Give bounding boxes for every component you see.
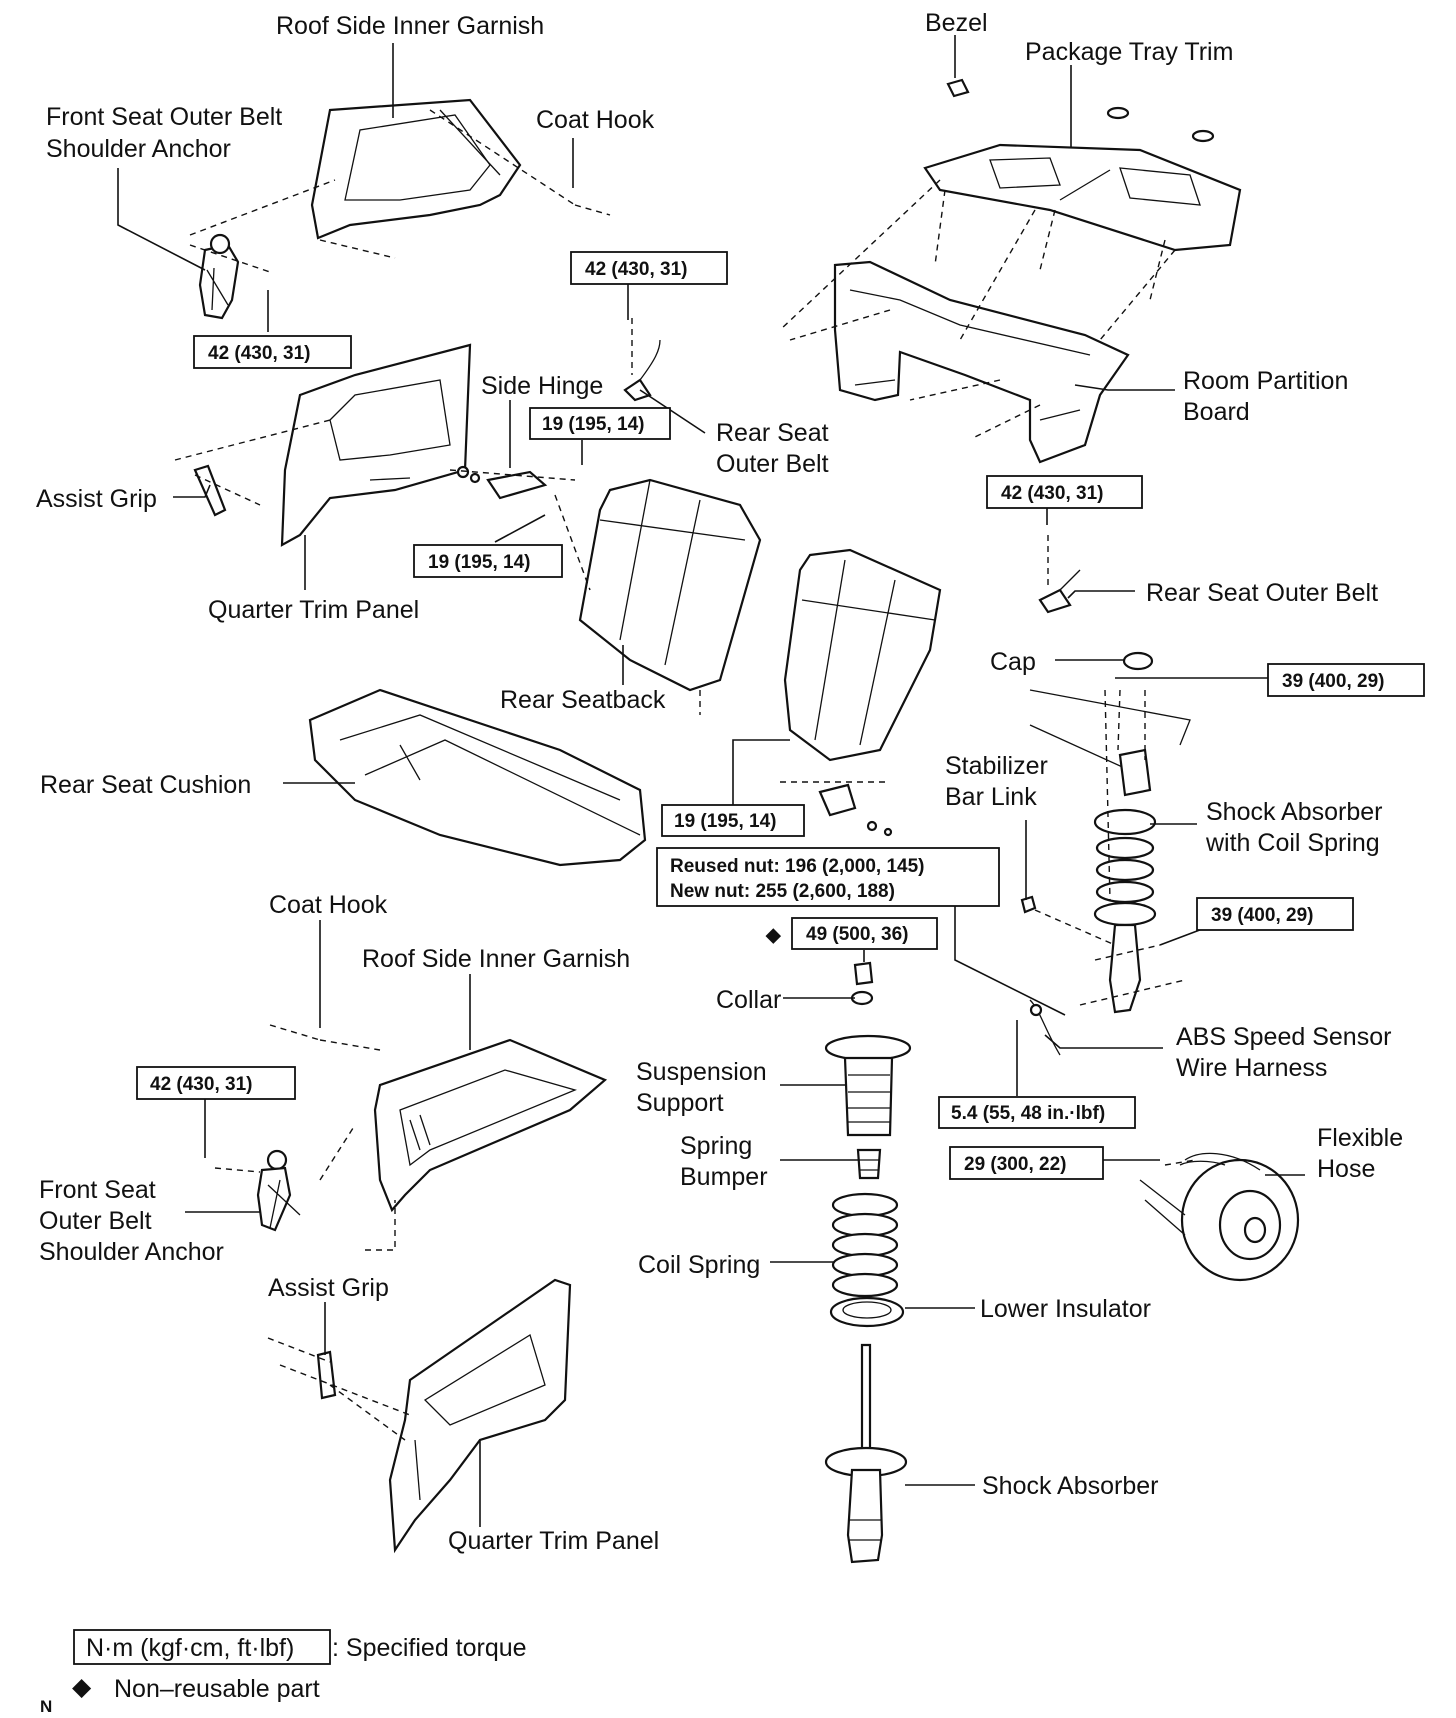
lower-insulator-part bbox=[829, 1296, 905, 1328]
leader-lines bbox=[117, 35, 1305, 1527]
rear-seat-cushion-part bbox=[308, 688, 647, 867]
label-cap: Cap bbox=[990, 648, 1036, 676]
rear-seat-outer-belt-right-part bbox=[1038, 569, 1081, 614]
label-coat-hook-top: Coat Hook bbox=[536, 106, 655, 134]
label-front-seat-outer-belt-bottom-2: Outer Belt bbox=[39, 1207, 152, 1235]
roof-side-inner-garnish-bottom-part bbox=[373, 1038, 608, 1213]
abs-speed-sensor-part bbox=[1029, 999, 1061, 1056]
torque-42-partition: 42 (430, 31) bbox=[1001, 483, 1103, 504]
upper-mount-part bbox=[1029, 689, 1191, 776]
suspension-support-part bbox=[824, 1034, 912, 1137]
cap-part bbox=[1122, 651, 1154, 671]
torque-specs: 42 (430, 31) 42 (430, 31) 19 (195, 14) 1… bbox=[136, 251, 1425, 1180]
torque-39-lower: 39 (400, 29) bbox=[1211, 905, 1313, 926]
label-rear-seatback: Rear Seatback bbox=[500, 686, 666, 714]
legend: N·m (kgf·cm, ft·lbf) : Specified torque … bbox=[40, 1629, 527, 1716]
label-suspension-support-1: Suspension bbox=[636, 1058, 767, 1086]
label-room-partition-board-2: Board bbox=[1183, 398, 1250, 426]
legend-nonreusable-symbol: ◆ bbox=[72, 1673, 92, 1701]
label-suspension-support-2: Support bbox=[636, 1089, 724, 1117]
stabilizer-bar-link-part bbox=[1020, 895, 1037, 914]
label-room-partition-board-1: Room Partition bbox=[1183, 367, 1348, 395]
rear-seatback-right-part bbox=[783, 548, 942, 762]
label-assist-grip-bottom: Assist Grip bbox=[268, 1274, 389, 1302]
part-labels: Roof Side Inner Garnish Bezel Package Tr… bbox=[36, 9, 1403, 1555]
coil-spring-part bbox=[831, 1192, 899, 1298]
legend-torque-desc: : Specified torque bbox=[332, 1634, 527, 1662]
label-package-tray-trim: Package Tray Trim bbox=[1025, 38, 1233, 66]
rear-seatback-left-part bbox=[578, 478, 762, 692]
label-spring-bumper-2: Bumper bbox=[680, 1163, 768, 1191]
label-abs-speed-sensor-2: Wire Harness bbox=[1176, 1054, 1327, 1082]
torque-49: 49 (500, 36) bbox=[806, 924, 908, 945]
label-lower-insulator: Lower Insulator bbox=[980, 1295, 1151, 1323]
label-rear-seat-outer-belt-mid-2: Outer Belt bbox=[716, 450, 829, 478]
torque-19-seatback: 19 (195, 14) bbox=[674, 811, 776, 832]
rear-seat-outer-belt-mid-part bbox=[623, 339, 661, 402]
torque-5-4: 5.4 (55, 48 in.·lbf) bbox=[951, 1103, 1105, 1124]
torque-new-nut: New nut: 255 (2,600, 188) bbox=[670, 881, 895, 902]
torque-39-upper: 39 (400, 29) bbox=[1282, 671, 1384, 692]
label-rear-seat-outer-belt-mid-1: Rear Seat bbox=[716, 419, 829, 447]
assist-grip-top-part bbox=[193, 464, 227, 517]
legend-torque-unit: N·m (kgf·cm, ft·lbf) bbox=[86, 1634, 294, 1662]
spring-bumper-part bbox=[856, 1148, 882, 1180]
label-roof-side-inner-garnish-top: Roof Side Inner Garnish bbox=[276, 12, 544, 40]
label-flexible-hose-2: Hose bbox=[1317, 1155, 1375, 1183]
seatback-hinge-part bbox=[818, 783, 893, 837]
torque-19-hinge-upper: 19 (195, 14) bbox=[542, 414, 644, 435]
nonreusable-marker: ◆ bbox=[765, 925, 782, 946]
label-rear-seat-outer-belt-right: Rear Seat Outer Belt bbox=[1146, 579, 1378, 607]
quarter-trim-panel-bottom-part bbox=[388, 1278, 572, 1554]
label-rear-seat-cushion: Rear Seat Cushion bbox=[40, 771, 251, 799]
label-quarter-trim-panel-top: Quarter Trim Panel bbox=[208, 596, 419, 624]
quarter-trim-panel-top-part bbox=[280, 343, 472, 547]
label-stabilizer-bar-link-2: Bar Link bbox=[945, 783, 1037, 811]
label-abs-speed-sensor-1: ABS Speed Sensor bbox=[1176, 1023, 1391, 1051]
legend-nonreusable-desc: Non–reusable part bbox=[114, 1675, 320, 1703]
shoulder-anchor-top-part bbox=[198, 233, 240, 320]
label-coat-hook-bottom: Coat Hook bbox=[269, 891, 388, 919]
label-shock-absorber-coil-1: Shock Absorber bbox=[1206, 798, 1383, 826]
label-collar: Collar bbox=[716, 986, 781, 1014]
assembly-lines bbox=[174, 109, 1196, 1441]
bezel-part bbox=[946, 78, 1215, 143]
torque-42-bottom-left: 42 (430, 31) bbox=[150, 1074, 252, 1095]
side-hinge-part bbox=[456, 465, 548, 500]
label-stabilizer-bar-link-1: Stabilizer bbox=[945, 752, 1048, 780]
label-coil-spring: Coil Spring bbox=[638, 1251, 760, 1279]
label-roof-side-inner-garnish-bottom: Roof Side Inner Garnish bbox=[362, 945, 630, 973]
label-shock-absorber-coil-2: with Coil Spring bbox=[1205, 829, 1380, 857]
assist-grip-bottom-part bbox=[316, 1350, 337, 1400]
shock-absorber-part bbox=[824, 1343, 908, 1564]
label-spring-bumper-1: Spring bbox=[680, 1132, 752, 1160]
label-quarter-trim-panel-bottom: Quarter Trim Panel bbox=[448, 1527, 659, 1555]
label-front-seat-outer-belt-bottom-3: Shoulder Anchor bbox=[39, 1238, 224, 1266]
label-front-seat-outer-belt-top-1: Front Seat Outer Belt bbox=[46, 103, 282, 131]
torque-reused-nut: Reused nut: 196 (2,000, 145) bbox=[670, 856, 925, 877]
shoulder-anchor-bottom-part bbox=[256, 1149, 301, 1232]
label-shock-absorber: Shock Absorber bbox=[982, 1472, 1159, 1500]
label-assist-grip-top: Assist Grip bbox=[36, 485, 157, 513]
roof-side-inner-garnish-top-part bbox=[310, 98, 522, 240]
room-partition-board-part bbox=[833, 260, 1130, 464]
label-side-hinge: Side Hinge bbox=[481, 372, 603, 400]
torque-42-top-center: 42 (430, 31) bbox=[585, 259, 687, 280]
torque-42-top-left: 42 (430, 31) bbox=[208, 343, 310, 364]
shock-absorber-coil-spring-part bbox=[1093, 748, 1157, 1014]
label-flexible-hose-1: Flexible bbox=[1317, 1124, 1403, 1152]
package-tray-trim-part bbox=[923, 143, 1242, 252]
label-front-seat-outer-belt-bottom-1: Front Seat bbox=[39, 1176, 156, 1204]
torque-29: 29 (300, 22) bbox=[964, 1154, 1066, 1175]
collar-part bbox=[850, 961, 874, 1006]
label-bezel: Bezel bbox=[925, 9, 988, 37]
label-front-seat-outer-belt-top-2: Shoulder Anchor bbox=[46, 135, 231, 163]
corner-mark: N bbox=[40, 1697, 52, 1716]
torque-19-hinge-lower: 19 (195, 14) bbox=[428, 552, 530, 573]
brake-hub-part bbox=[1139, 1152, 1300, 1282]
